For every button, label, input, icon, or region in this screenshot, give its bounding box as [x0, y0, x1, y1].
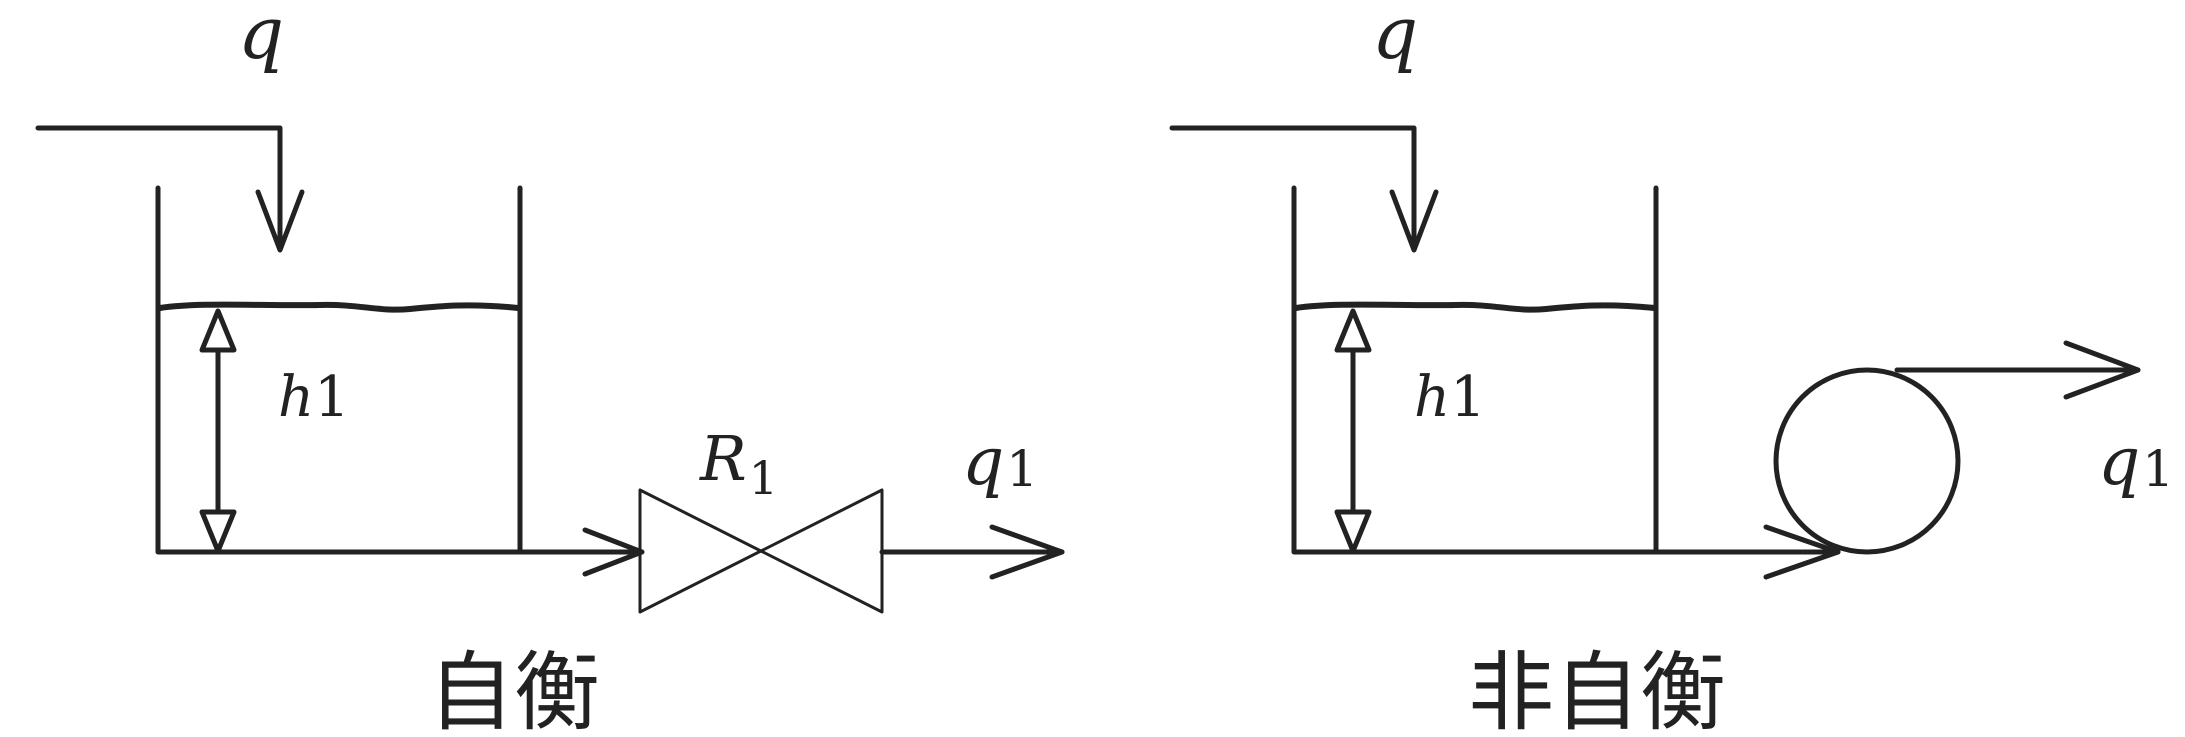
right-outflow-arrowhead	[2063, 340, 2141, 400]
right-outlet-arrowhead	[1763, 524, 1841, 580]
self-regulating-caption: 自衡	[428, 643, 600, 737]
valve-r1-label: R1	[699, 422, 778, 505]
right-level-label: h1	[1414, 365, 1486, 430]
right-inflow-arrowhead	[1389, 189, 1439, 253]
right-level-dimension	[1334, 308, 1372, 554]
left-level-dimension	[199, 308, 237, 554]
left-inflow-arrowhead	[255, 189, 305, 253]
right-inflow-label: q	[1372, 0, 1418, 75]
left-inflow-pipe	[35, 125, 283, 251]
left-water-surface	[157, 301, 521, 313]
left-outflow-arrowhead	[989, 524, 1065, 580]
non-self-regulating-system: q h1 q1 非自衡	[1169, 0, 2174, 737]
right-inflow-pipe	[1169, 125, 1417, 251]
left-tank	[155, 185, 523, 555]
right-water-surface	[1293, 301, 1657, 313]
left-inflow-label: q	[238, 0, 284, 75]
pump-icon	[1773, 367, 1961, 555]
right-outflow-label: q1	[2098, 423, 2174, 500]
left-level-label: h1	[278, 365, 350, 430]
right-tank	[1291, 185, 1659, 555]
left-outflow-label: q1	[962, 423, 1038, 500]
valve-r1	[638, 488, 884, 614]
self-regulating-system: q h1 R1 q1 自衡	[35, 0, 1065, 737]
non-self-regulating-caption: 非自衡	[1468, 643, 1726, 737]
left-outlet-arrowhead	[582, 527, 645, 577]
